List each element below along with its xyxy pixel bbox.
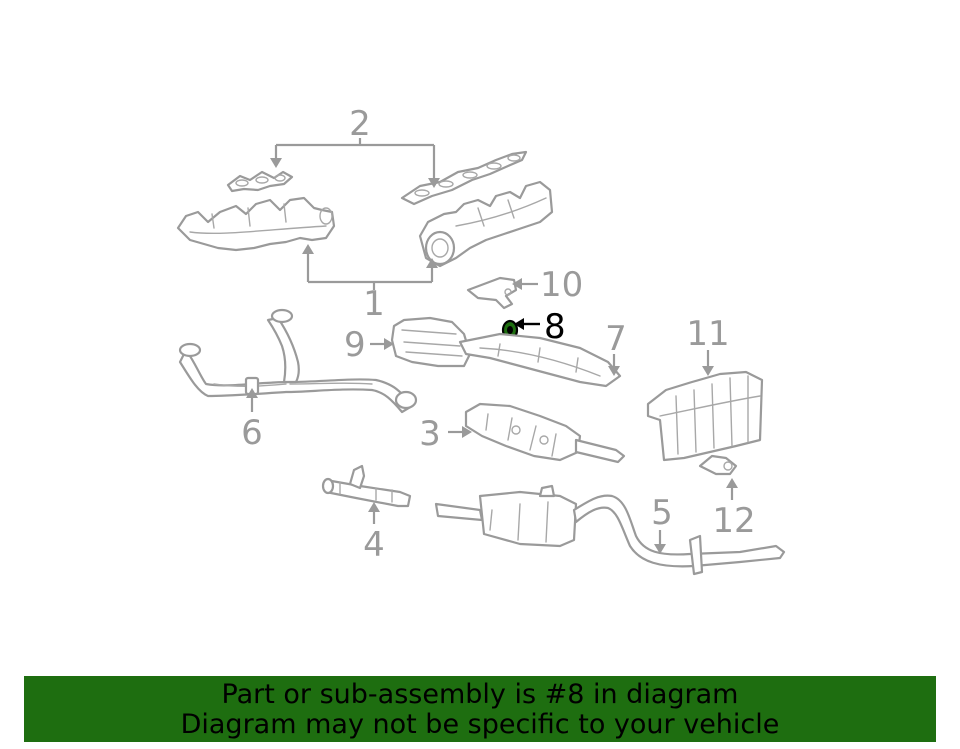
part-1-right-manifold[interactable] (418, 180, 554, 268)
part-9-heat-shield[interactable] (390, 316, 472, 368)
part-10-bracket[interactable] (466, 276, 518, 310)
callout-9: 9 (344, 325, 366, 365)
part-2-left-gasket[interactable] (226, 170, 294, 193)
callout-11: 11 (686, 314, 729, 354)
part-11-heat-shield[interactable] (646, 370, 764, 462)
callout-12: 12 (712, 501, 755, 541)
callout-1: 1 (363, 284, 385, 324)
callout-4: 4 (363, 525, 385, 565)
part-12-hanger[interactable] (698, 454, 738, 476)
part-3-catalytic-converter[interactable] (464, 402, 626, 464)
part-7-heat-shield[interactable] (458, 332, 622, 388)
callout-6: 6 (241, 413, 263, 453)
part-5-muffler-tailpipe[interactable] (434, 484, 786, 576)
part-1-left-manifold[interactable] (176, 196, 336, 252)
callout-10: 10 (540, 265, 583, 305)
banner-line-1: Part or sub-assembly is #8 in diagram (221, 679, 739, 710)
callout-2: 2 (349, 104, 371, 144)
callout-8: 8 (544, 307, 566, 347)
part-6-front-pipe[interactable] (178, 308, 418, 414)
callout-7: 7 (605, 319, 627, 359)
part-4-intermediate-pipe[interactable] (321, 464, 412, 508)
callout-labels: 2 1 10 8 9 7 11 6 3 12 4 5 (241, 104, 755, 565)
notice-banner: Part or sub-assembly is #8 in diagram Di… (24, 676, 936, 742)
leader-lines (246, 138, 738, 554)
callout-5: 5 (651, 493, 673, 533)
banner-line-2: Diagram may not be specific to your vehi… (180, 709, 780, 740)
part-2-right-gasket[interactable] (400, 150, 528, 206)
callout-3: 3 (419, 414, 441, 454)
